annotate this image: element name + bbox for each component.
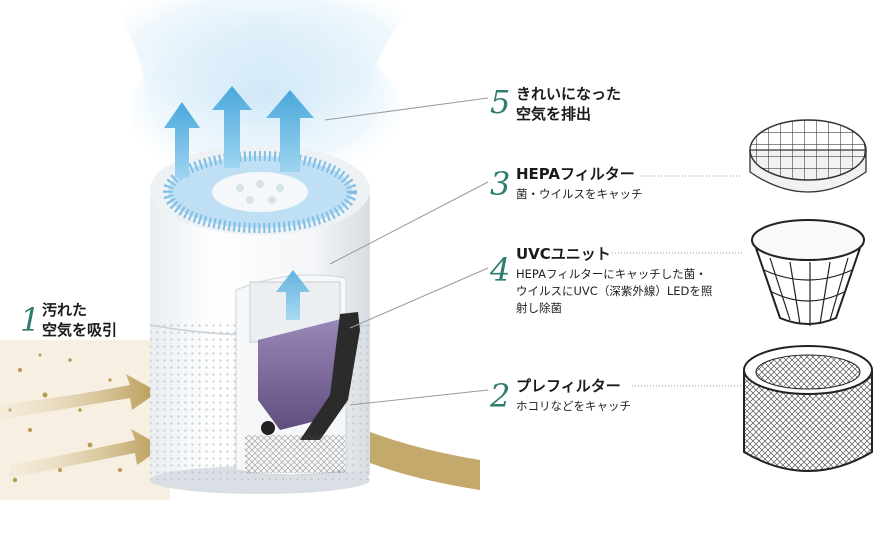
clean-air-arrows (164, 86, 314, 178)
dirty-air-flow (0, 340, 480, 500)
callout-title-line: 汚れた (42, 301, 88, 319)
clean-air-mist (110, 0, 420, 190)
callout-title-line: きれいになった (516, 85, 622, 103)
step-number: 4 (490, 251, 511, 289)
callout-pre-filter: 2 プレフィルター ホコリなどをキャッチ (490, 374, 670, 422)
callout-description-line: HEPAフィルターにキャッチした菌・ (516, 267, 707, 281)
callout-dirty-air-intake: 1 汚れた 空気を吸引 (20, 298, 150, 348)
callout-title-line: 空気を排出 (516, 105, 592, 123)
callout-title: プレフィルター (516, 377, 621, 395)
callout-clean-air-exhaust: 5 きれいになった 空気を排出 (490, 82, 650, 132)
leader-lines (324, 97, 742, 406)
callout-uvc-unit: 4 UVCユニット HEPAフィルターにキャッチした菌・ ウイルスにUVC（深紫… (490, 242, 730, 322)
step-number: 5 (490, 83, 511, 121)
uvc-unit-illustration (751, 219, 865, 326)
pre-filter-illustration (743, 345, 873, 472)
callout-description: 菌・ウイルスをキャッチ (516, 187, 643, 201)
step-number: 3 (490, 165, 511, 203)
cutaway-interior (235, 270, 360, 476)
hepa-filter-illustration (749, 119, 867, 193)
callout-description-line: ウイルスにUVC（深紫外線）LEDを照 (516, 284, 713, 298)
step-number: 2 (490, 377, 511, 415)
step-number: 1 (20, 301, 41, 339)
callout-title: UVCユニット (516, 245, 611, 263)
callout-description-line: 射し除菌 (516, 301, 562, 315)
callout-title-line: 空気を吸引 (42, 321, 118, 339)
callout-description: ホコリなどをキャッチ (516, 399, 631, 413)
callout-title: HEPAフィルター (516, 165, 635, 183)
callout-hepa-filter: 3 HEPAフィルター 菌・ウイルスをキャッチ (490, 162, 670, 210)
